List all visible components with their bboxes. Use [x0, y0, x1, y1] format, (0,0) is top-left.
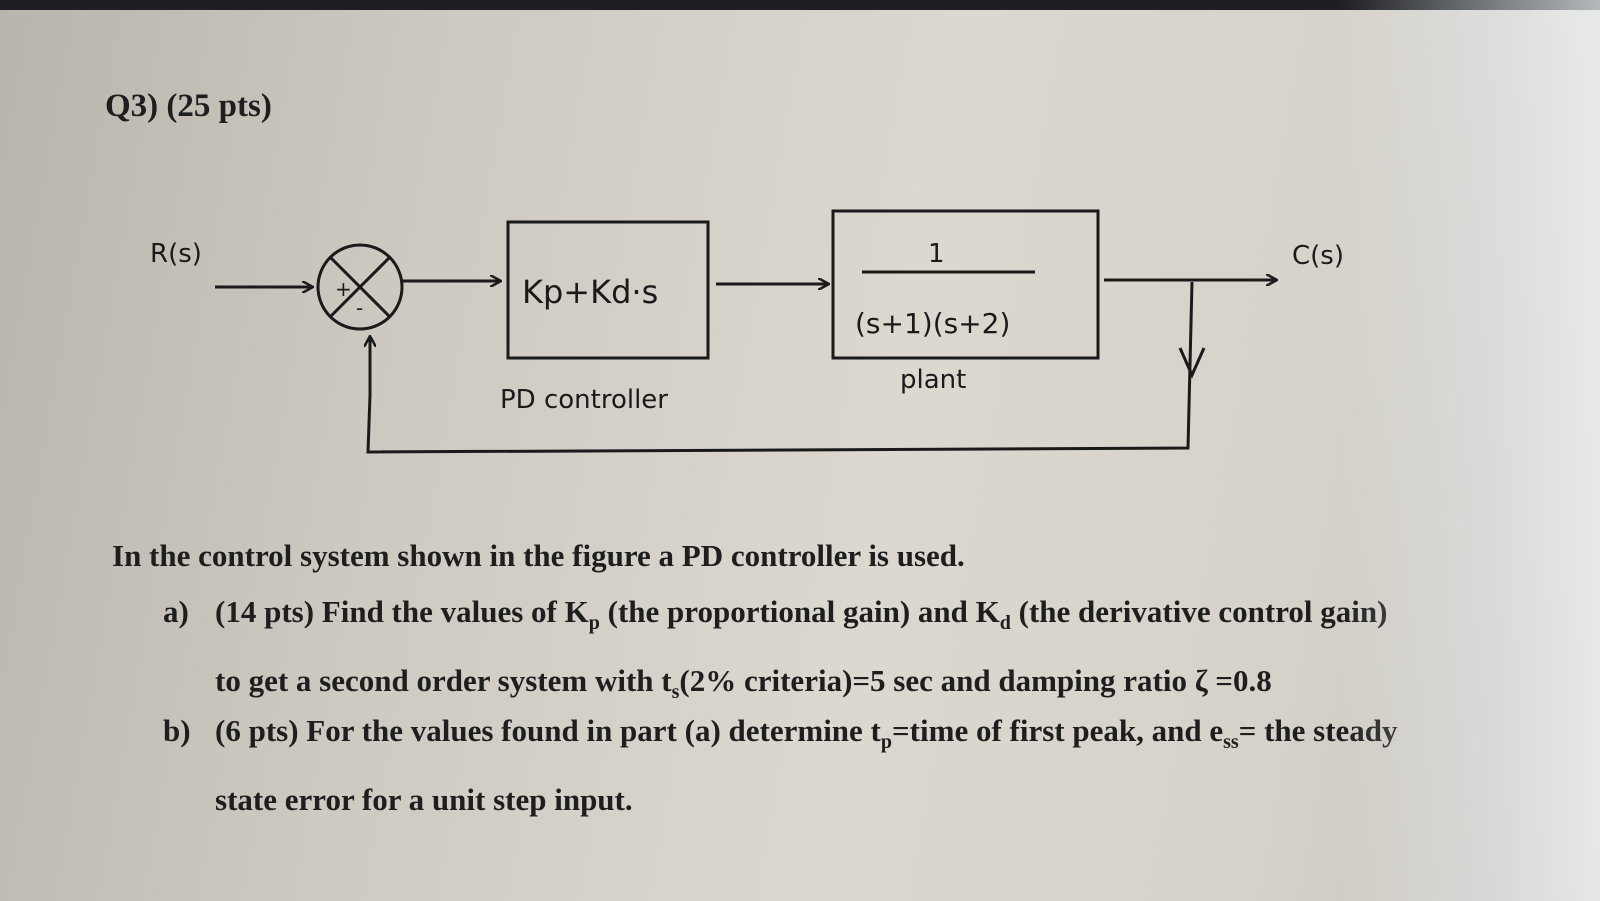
plant-caption: plant: [900, 365, 966, 395]
plant-denominator: (s+1)(s+2): [855, 307, 1010, 340]
pd-controller-caption: PD controller: [500, 385, 668, 415]
plant-block: [831, 209, 1100, 360]
summer-plus-sign: +: [335, 277, 352, 301]
part-a: a) (14 pts) Find the values of Kp (the pr…: [163, 583, 1423, 721]
controller-transfer-function: Kp+Kd·s: [522, 273, 658, 311]
plant-numerator: 1: [928, 239, 945, 269]
pd-controller-block: [506, 220, 710, 360]
part-a-label: a): [163, 594, 189, 629]
feedback-down-arrowhead: [1178, 347, 1206, 379]
summing-junction: + -: [316, 243, 404, 331]
monitor-bezel: [0, 0, 1600, 10]
feedback-path: [366, 281, 1194, 454]
problem-intro: In the control system shown in the figur…: [112, 538, 965, 573]
summer-minus-sign: -: [356, 296, 363, 320]
part-b-text: (6 pts) For the values found in part (a)…: [215, 713, 1398, 818]
input-label: R(s): [150, 239, 202, 269]
question-title: Q3) (25 pts): [105, 88, 272, 124]
output-label: C(s): [1292, 241, 1344, 271]
part-b-label: b): [163, 713, 191, 748]
part-b: b) (6 pts) For the values found in part (…: [163, 702, 1423, 829]
part-a-text: (14 pts) Find the values of Kp (the prop…: [215, 594, 1388, 704]
